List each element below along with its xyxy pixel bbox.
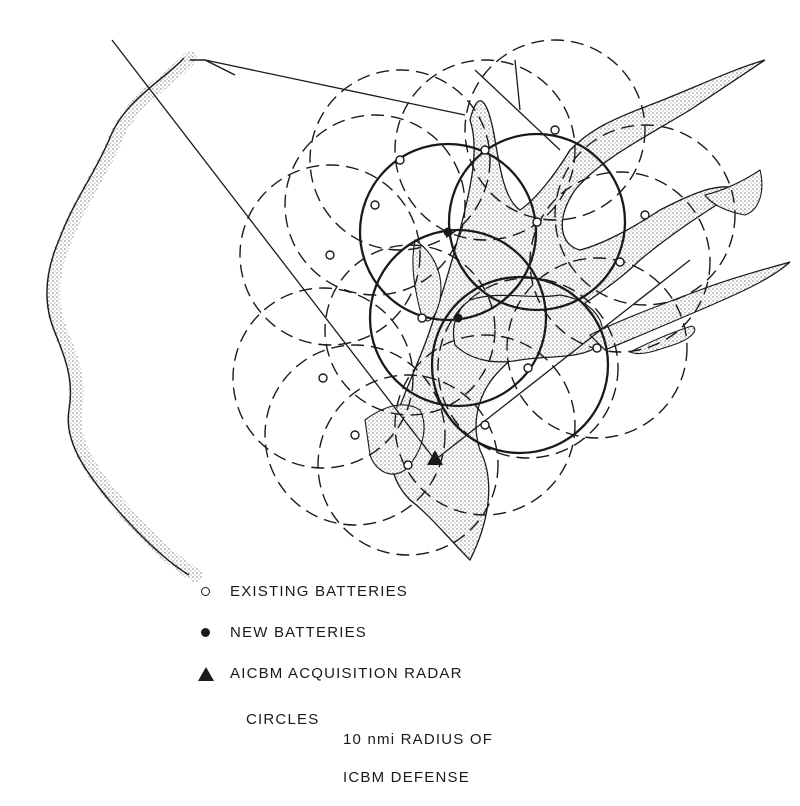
existing-battery-markers <box>318 125 650 470</box>
existing-coverage-circles <box>232 39 736 556</box>
filled-circle-icon <box>198 625 220 641</box>
shoreline-shading <box>364 59 791 562</box>
existing-battery <box>640 210 650 220</box>
existing-battery <box>325 250 335 260</box>
existing-battery <box>350 430 360 440</box>
existing-battery <box>550 125 560 135</box>
new-battery-markers <box>443 227 463 323</box>
new-battery <box>453 313 463 323</box>
existing-battery <box>523 363 533 373</box>
legend-circles-key: CIRCLES <box>246 711 320 728</box>
existing-battery <box>403 460 413 470</box>
legend-radar-label: AICBM ACQUISITION RADAR <box>230 665 463 682</box>
existing-battery <box>480 420 490 430</box>
legend-circles-desc-line2: ICBM DEFENSE <box>343 769 470 786</box>
filled-triangle-icon <box>198 666 220 682</box>
left-coastline <box>45 51 202 582</box>
acquisition-radar-marker <box>427 450 443 465</box>
legend-circles-desc: 10 nmi RADIUS OF ICBM DEFENSE <box>343 711 493 806</box>
legend-new-label: NEW BATTERIES <box>230 624 367 641</box>
legend-circles-desc-line1: 10 nmi RADIUS OF <box>343 731 494 748</box>
reference-lines <box>111 39 691 461</box>
legend-new: NEW BATTERIES <box>198 624 367 641</box>
existing-battery <box>395 155 405 165</box>
existing-battery <box>592 343 602 353</box>
existing-battery <box>417 313 427 323</box>
existing-battery <box>318 373 328 383</box>
new-coverage-circles <box>358 132 627 455</box>
existing-battery <box>615 257 625 267</box>
defense-coverage-map <box>45 39 791 582</box>
new-battery <box>443 227 453 237</box>
existing-battery <box>480 145 490 155</box>
legend-radar: AICBM ACQUISITION RADAR <box>198 665 463 682</box>
existing-battery <box>370 200 380 210</box>
existing-battery <box>532 217 542 227</box>
